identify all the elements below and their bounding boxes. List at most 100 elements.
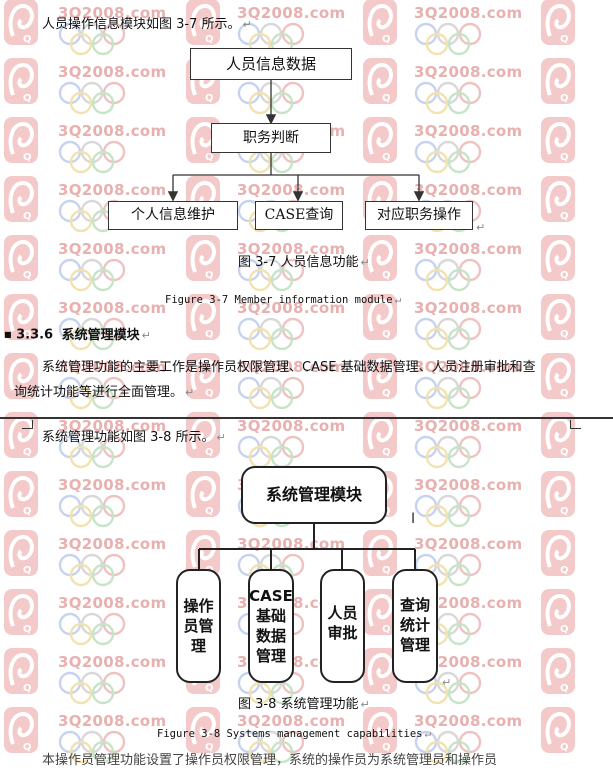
watermark-text: 3Q2008.com [414, 417, 523, 435]
watermark-logo-icon: Q [541, 353, 575, 399]
svg-text:Q: Q [382, 624, 391, 635]
svg-text:Q: Q [560, 270, 569, 281]
watermark-logo-icon: Q [186, 471, 220, 517]
fig38-child-case-data-mgmt: CASE基础数据管理 [248, 569, 294, 683]
watermark-text: 3Q2008.com [237, 417, 346, 435]
svg-text:Q: Q [205, 447, 214, 458]
watermark-text: 3Q2008.com [237, 358, 346, 376]
watermark-logo-icon: Q [4, 353, 38, 399]
page-corner-left [22, 420, 33, 429]
svg-text:Q: Q [560, 211, 569, 222]
svg-text:Q: Q [23, 34, 32, 45]
watermark-text: 3Q2008.com [58, 476, 167, 494]
svg-text:Q: Q [23, 329, 32, 340]
svg-text:Q: Q [23, 683, 32, 694]
watermark-text: 3Q2008.com [58, 4, 167, 22]
watermark-rings-icon [58, 435, 126, 469]
watermark-logo-icon: Q [4, 471, 38, 517]
watermark-logo-icon: Q [4, 412, 38, 458]
watermark-text: 3Q2008.com [414, 240, 523, 258]
watermark-rings-icon [237, 317, 305, 351]
watermark-logo-icon: Q [541, 707, 575, 753]
watermark-rings-icon [58, 258, 126, 292]
watermark-text: 3Q2008.com [237, 181, 346, 199]
watermark-logo-icon: Q [186, 294, 220, 340]
watermark-logo-icon: Q [541, 589, 575, 635]
svg-text:Q: Q [560, 329, 569, 340]
watermark-text: 3Q2008.com [58, 594, 167, 612]
svg-text:Q: Q [205, 34, 214, 45]
svg-text:Q: Q [23, 565, 32, 576]
watermark-rings-icon [58, 317, 126, 351]
watermark-text: 3Q2008.com [414, 122, 523, 140]
watermark-logo-icon: Q [4, 707, 38, 753]
svg-text:Q: Q [382, 388, 391, 399]
svg-text:Q: Q [560, 506, 569, 517]
watermark-logo-icon: Q [541, 530, 575, 576]
fig37-caption-en: Figure 3-7 Member information module↵ [165, 293, 402, 306]
watermark-logo-icon: Q [186, 235, 220, 281]
paragraph-mark-icon: ↵ [242, 18, 252, 31]
watermark-logo-icon: Q [363, 707, 397, 753]
fig38-child-query-stats: 查询统计管理 [392, 569, 438, 683]
watermark-rings-icon [414, 376, 482, 410]
svg-text:Q: Q [205, 93, 214, 104]
svg-text:Q: Q [23, 506, 32, 517]
svg-text:Q: Q [205, 152, 214, 163]
watermark-rings-icon [414, 22, 482, 56]
watermark-logo-icon: Q [4, 530, 38, 576]
watermark-logo-icon: Q [541, 648, 575, 694]
svg-text:Q: Q [382, 447, 391, 458]
fig37-root-box: 人员信息数据 [190, 48, 352, 80]
fig38-caption-en: Figure 3-8 Systems management capabiliti… [157, 727, 432, 740]
watermark-rings-icon [58, 22, 126, 56]
watermark-text: 3Q2008.com [58, 63, 167, 81]
fig37-child-case-query: CASE查询 [255, 201, 343, 230]
svg-text:Q: Q [205, 683, 214, 694]
watermark-logo-icon: Q [363, 235, 397, 281]
svg-text:Q: Q [205, 270, 214, 281]
watermark-logo-icon: Q [186, 412, 220, 458]
watermark-text: 3Q2008.com [414, 476, 523, 494]
watermark-logo-icon: Q [4, 0, 38, 45]
fig37-child-personal-info: 个人信息维护 [108, 201, 238, 230]
watermark-text: 3Q2008.com [58, 299, 167, 317]
svg-text:Q: Q [382, 329, 391, 340]
paragraph-line-2: 询统计功能等进行全面管理。↵ [14, 385, 195, 400]
svg-text:Q: Q [382, 152, 391, 163]
fig38-caption-cn: 图 3-8 系统管理功能↵ [238, 697, 370, 712]
svg-text:Q: Q [560, 152, 569, 163]
paragraph-line-1: 系统管理功能的主要工作是操作员权限管理、CASE 基础数据管理、人员注册审批和查 [42, 360, 536, 375]
watermark-logo-icon: Q [186, 707, 220, 753]
fig37-mid-box: 职务判断 [211, 123, 331, 153]
svg-text:Q: Q [205, 329, 214, 340]
svg-text:Q: Q [560, 447, 569, 458]
watermark-logo-icon: Q [4, 648, 38, 694]
watermark-logo-icon: Q [541, 294, 575, 340]
svg-text:Q: Q [23, 211, 32, 222]
watermark-rings-icon [58, 730, 126, 764]
text-cursor-icon: I [411, 511, 416, 527]
watermark-rings-icon [237, 258, 305, 292]
watermark-rings-icon [58, 494, 126, 528]
watermark-rings-icon [58, 671, 126, 705]
watermark-logo-icon: Q [363, 412, 397, 458]
watermark-text: 3Q2008.com [414, 358, 523, 376]
watermark-text: 3Q2008.com [237, 4, 346, 22]
fig37-child-duty-ops: 对应职务操作 [365, 201, 473, 230]
fig37-caption-cn: 图 3-7 人员信息功能↵ [238, 255, 370, 270]
svg-text:Q: Q [560, 565, 569, 576]
watermark-logo-icon: Q [363, 0, 397, 45]
svg-text:Q: Q [23, 93, 32, 104]
watermark-rings-icon [414, 81, 482, 115]
watermark-text: 3Q2008.com [58, 122, 167, 140]
paragraph-mark-icon: ↵ [476, 221, 486, 234]
svg-text:Q: Q [23, 742, 32, 753]
watermark-rings-icon [414, 317, 482, 351]
watermark-logo-icon: Q [541, 58, 575, 104]
watermark-rings-icon [58, 553, 126, 587]
watermark-text: 3Q2008.com [58, 358, 167, 376]
svg-text:Q: Q [205, 742, 214, 753]
watermark-text: 3Q2008.com [58, 712, 167, 730]
watermark-logo-icon: Q [4, 117, 38, 163]
